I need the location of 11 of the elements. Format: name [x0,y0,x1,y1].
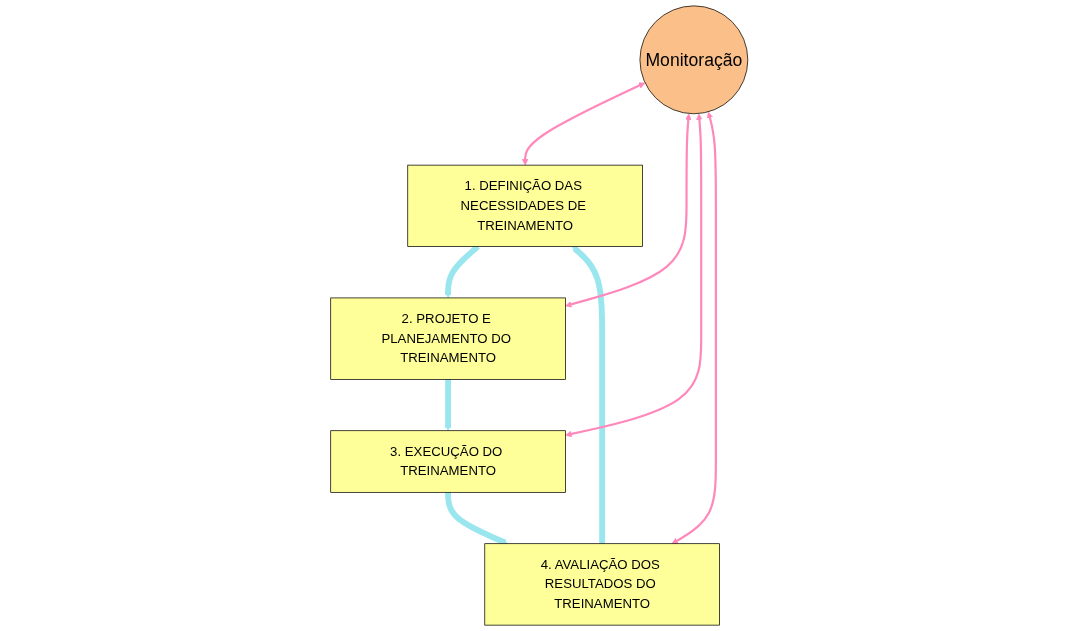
node-box: 4. AVALIAÇÃO DOS RESULTADOS DO TREINAMENTO [484,543,721,626]
node-circle: Monitoração [639,5,749,115]
arrow [565,113,692,308]
node-box: 3. EXECUÇÃO DO TREINAMENTO [330,430,567,493]
arrow [445,379,452,431]
node-box: 1. DEFINIÇÃO DAS NECESSIDADES DE TREINAMENTO [407,164,644,247]
arrow [671,111,718,544]
arrow [565,113,703,438]
arrow [522,82,646,166]
arrow [572,246,606,544]
node-box: 2. PROJETO E PLANEJAMENTO DO TREINAMENTO [330,297,567,380]
